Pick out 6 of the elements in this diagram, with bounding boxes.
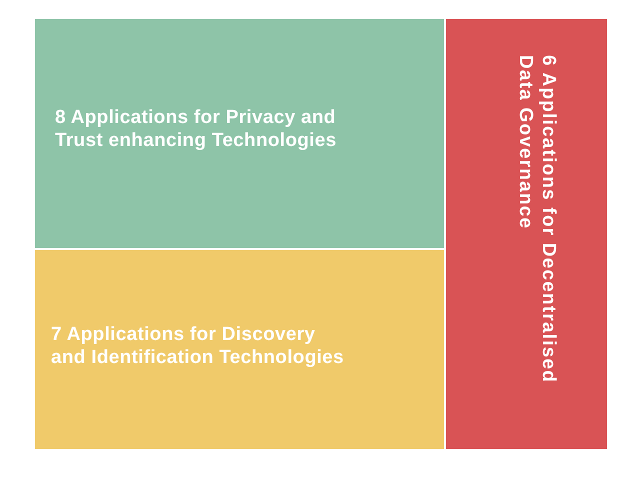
block-label: 6 Applications for Decentralised Data Governance xyxy=(514,55,560,386)
category-block xyxy=(35,250,444,449)
block-label: 7 Applications for Discovery and Identification Technologies xyxy=(51,323,345,369)
category-block xyxy=(446,19,607,449)
block-label: 8 Applications for Privacy and Trust enhancing Technologies xyxy=(55,106,338,152)
category-block xyxy=(35,19,444,248)
